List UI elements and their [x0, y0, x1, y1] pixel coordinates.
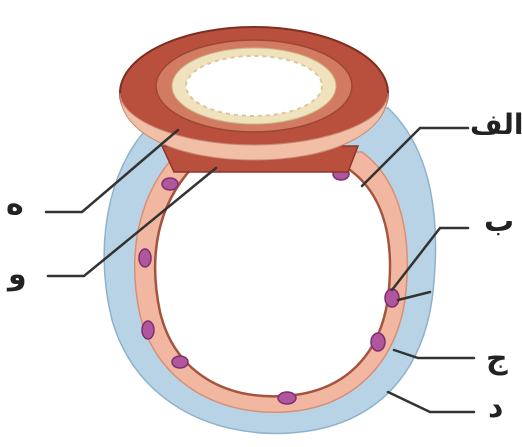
label-he: ه [6, 190, 24, 220]
label-vav: و [8, 260, 27, 290]
artery-lumen [186, 56, 322, 116]
label-dal: د [488, 393, 503, 423]
vein-lumen [155, 168, 390, 396]
label-jim: ج [486, 344, 508, 374]
label-be: ب [484, 207, 514, 237]
label-alef: الف [470, 111, 522, 139]
leader-dal [388, 392, 474, 412]
